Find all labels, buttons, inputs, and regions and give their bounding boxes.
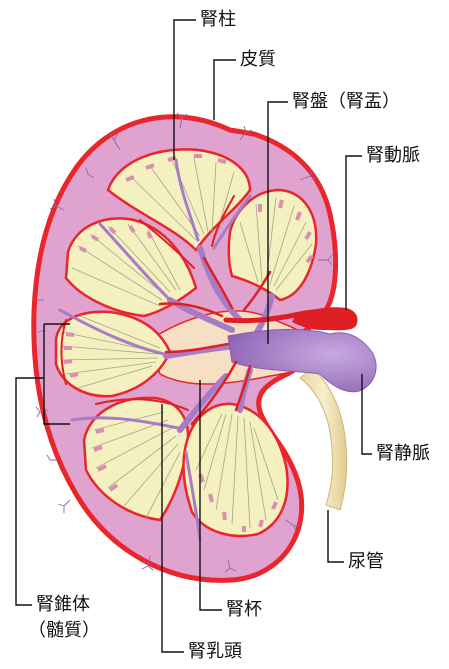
label-renal-pelvis: 腎盤（腎盂）	[292, 93, 400, 111]
label-renal-papilla: 腎乳頭	[188, 643, 242, 661]
label-ureter: 尿管	[348, 553, 384, 571]
label-renal-calyx: 腎杯	[226, 601, 262, 619]
leader-renal-artery	[346, 156, 362, 310]
label-renal-column: 腎柱	[200, 11, 236, 29]
label-renal-pyramid: 腎錐体	[36, 596, 90, 614]
label-renal-artery: 腎動脈	[366, 147, 420, 165]
label-renal-vein: 腎静脈	[376, 445, 430, 463]
ureter	[300, 368, 347, 510]
label-renal-pyramid-sub: （髄質）	[28, 622, 100, 640]
pyramid-bottom-right	[183, 404, 287, 536]
label-cortex: 皮質	[240, 51, 276, 69]
leader-cortex	[214, 60, 236, 120]
leader-ureter	[328, 510, 344, 562]
